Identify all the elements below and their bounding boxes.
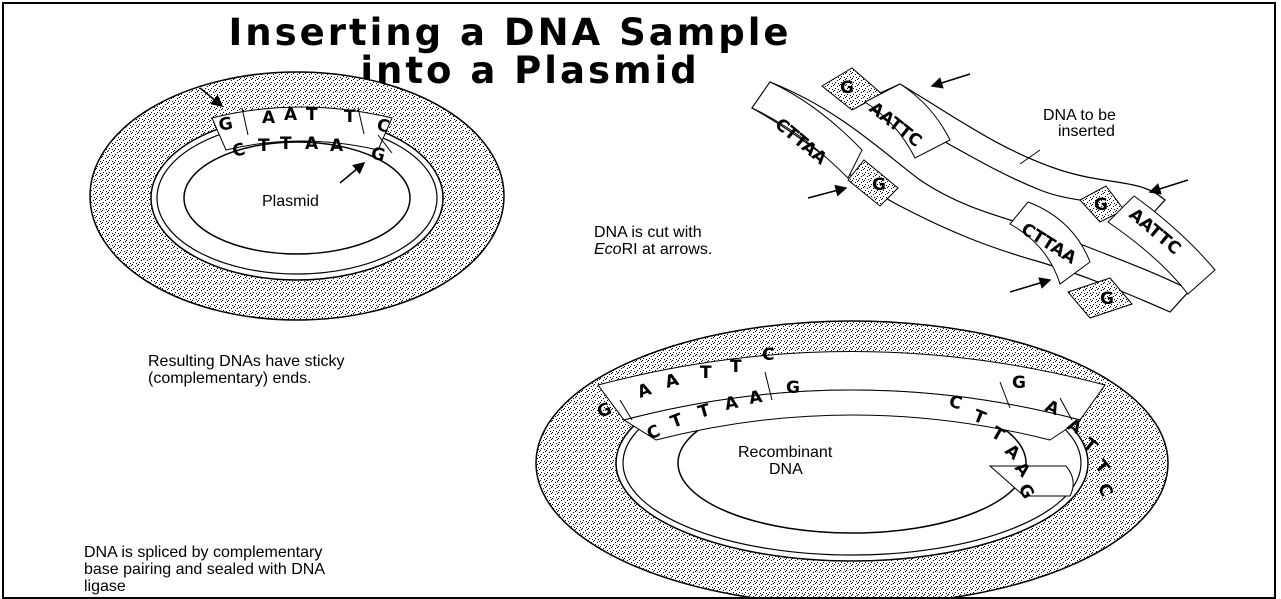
- recombinant-label-line-1: Recombinant: [738, 444, 833, 461]
- plasmid-base-outer-a1: A: [262, 108, 276, 128]
- cut-plasmid: G A A T T C C T T A A G Plasmid: [90, 72, 504, 320]
- recombinant-label-line-2: DNA: [769, 461, 803, 478]
- plasmid-base-inner-t2: T: [280, 134, 292, 154]
- title-line-1: Inserting a DNA Sample: [228, 11, 791, 54]
- cut-note-rest: at arrows.: [638, 241, 713, 258]
- splice-note-line-2: base pairing and sealed with DNA: [84, 561, 325, 578]
- dna-to-be-inserted-line-1: DNA to be: [1043, 107, 1116, 124]
- recomb-right-outer-g: G: [1012, 373, 1026, 393]
- cut-note-enzyme: Eco: [594, 241, 622, 258]
- sticky-ends-line-2: (complementary) ends.: [148, 370, 312, 387]
- plasmid-base-outer-a2: A: [284, 105, 298, 125]
- cut-note-line-1: DNA is cut with: [594, 224, 702, 241]
- fragment-arrow-top: [932, 74, 970, 86]
- dna-to-be-inserted-line-2: inserted: [1058, 123, 1115, 140]
- fragment-right-g: G: [1094, 195, 1108, 215]
- plasmid-base-inner-t1: T: [258, 136, 270, 156]
- fragment-top-g: G: [840, 78, 854, 98]
- cut-note-line-2: EcoRI at arrows.: [594, 241, 712, 258]
- plasmid-base-outer-t1: T: [306, 105, 318, 125]
- recomb-left-outer-c: C: [762, 345, 774, 365]
- plasmid-base-inner-a2: A: [330, 136, 344, 156]
- title-line-2: into a Plasmid: [360, 49, 699, 92]
- recombinant-plasmid: G A A T T C C T T A A G G A A T T C C T …: [536, 321, 1168, 599]
- plasmid-label: Plasmid: [262, 193, 319, 210]
- recomb-left-inner-g: G: [786, 378, 800, 398]
- plasmid-base-outer-t2: T: [344, 107, 356, 127]
- fragment-left-g: G: [872, 175, 886, 195]
- splice-note-line-1: DNA is spliced by complementary: [84, 544, 322, 561]
- dna-fragment: G AATTC CTTAA G G AATTC CTTAA G: [752, 68, 1215, 318]
- fragment-arrow-left: [808, 188, 846, 198]
- recomb-left-outer-t2: T: [730, 357, 742, 377]
- fragment-arrow-right: [1150, 180, 1188, 192]
- cut-note-enzyme-suffix: RI: [622, 241, 638, 258]
- plasmid-base-inner-a1: A: [305, 134, 319, 154]
- splice-note-line-3: ligase: [84, 578, 126, 595]
- fragment-bottom-g: G: [1100, 289, 1114, 309]
- sticky-ends-line-1: Resulting DNAs have sticky: [148, 353, 345, 370]
- fragment-arrow-bottom: [1010, 280, 1050, 292]
- recomb-left-outer-t1: T: [700, 363, 712, 383]
